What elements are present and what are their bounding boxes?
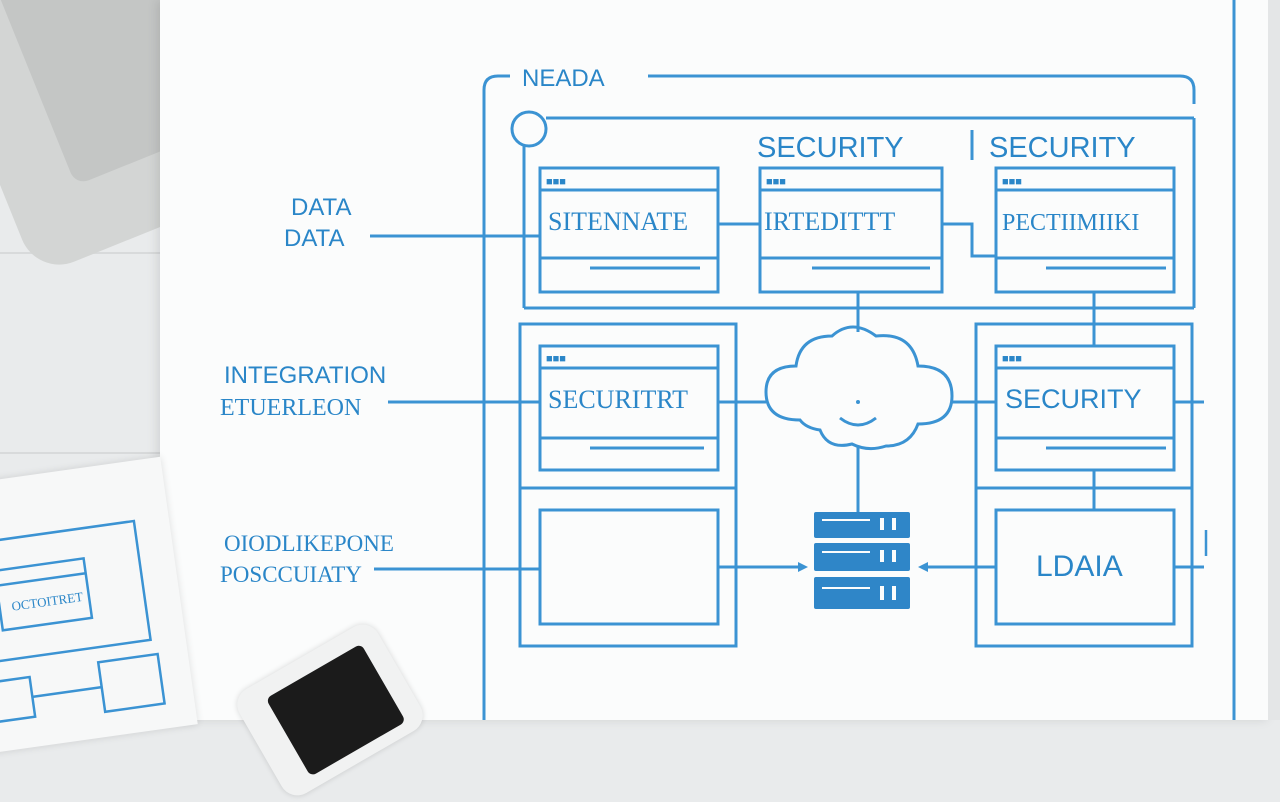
cloud-icon	[764, 325, 954, 451]
sketch-box	[96, 652, 166, 714]
window-frame	[994, 344, 1176, 472]
window-title: SITENNATE	[548, 207, 688, 236]
sketch-connector	[32, 685, 102, 699]
arrowhead	[918, 562, 928, 572]
server-led	[880, 586, 884, 600]
server-stack-icon	[814, 512, 910, 609]
server-unit	[814, 577, 910, 609]
window-irtedittt: ■■■ IRTEDITTT	[758, 166, 944, 294]
window-frame	[758, 166, 944, 294]
window-frame	[538, 344, 720, 472]
sketch-frame	[0, 519, 152, 664]
sheet-edge	[1268, 0, 1280, 720]
server-led	[892, 586, 896, 600]
node-circle-icon	[510, 110, 548, 148]
window-tab-icons: ■■■	[546, 176, 566, 188]
header-label: NEADA	[522, 65, 605, 92]
small-sketch-sheet: OCTOITRET	[0, 456, 198, 754]
data-box-label: LDAIA	[1036, 550, 1123, 583]
sketch-box	[0, 675, 37, 724]
cloud-dot	[856, 400, 860, 404]
cloud-smile	[839, 416, 877, 427]
small-sketch: OCTOITRET	[0, 519, 166, 724]
server-unit	[814, 543, 910, 571]
sketch-window	[0, 556, 94, 632]
odc-label-line1: OIODLIKEPONE	[224, 531, 394, 556]
odc-label-line2: POSCCUIATY	[220, 562, 362, 587]
arrowhead	[798, 562, 808, 572]
security-heading-2: SECURITY	[989, 132, 1136, 164]
window-frame	[994, 166, 1176, 294]
diagram-sheet	[160, 0, 1270, 720]
server-led	[892, 518, 896, 530]
window-title: SECURITY	[1005, 384, 1142, 414]
cloud-outline	[764, 325, 954, 451]
server-led	[892, 550, 896, 562]
outer-frame-left	[482, 74, 510, 720]
right-container	[974, 322, 1194, 648]
desk-seam	[0, 452, 170, 454]
server-led	[880, 518, 884, 530]
window-pectiimiiki: ■■■ PECTIIMIIKI	[994, 166, 1176, 294]
window-title: PECTIIMIIKI	[1002, 210, 1139, 236]
integration-label-line1: INTEGRATION	[224, 362, 386, 389]
window-sitennate: ■■■ SITENNATE	[538, 166, 720, 294]
sketch-window-bar	[0, 571, 86, 587]
window-title: IRTEDITTT	[764, 207, 895, 236]
connector	[942, 222, 996, 258]
server-unit	[814, 512, 910, 538]
window-tab-icons: ■■■	[546, 353, 566, 365]
window-security: ■■■ SECURITY	[994, 344, 1176, 472]
left-container	[518, 322, 738, 648]
window-tab-icons: ■■■	[1002, 353, 1022, 365]
server-led	[880, 550, 884, 562]
window-tab-icons: ■■■	[766, 176, 786, 188]
architecture-diagram: NEADA SECURITY SECURITY ■■■ SITENNATE ■■…	[220, 0, 1236, 720]
window-title: SECURITRT	[548, 385, 688, 414]
window-frame	[538, 166, 720, 294]
data-label-line2: DATA	[284, 225, 344, 252]
integration-label-line2: ETUERLEON	[220, 395, 361, 421]
window-tab-icons: ■■■	[1002, 176, 1022, 188]
window-securitrt: ■■■ SECURITRT	[538, 344, 720, 472]
outer-frame-top	[648, 74, 1196, 104]
empty-box	[538, 508, 720, 626]
data-label-line1: DATA	[291, 194, 351, 221]
security-heading-1: SECURITY	[757, 132, 904, 164]
